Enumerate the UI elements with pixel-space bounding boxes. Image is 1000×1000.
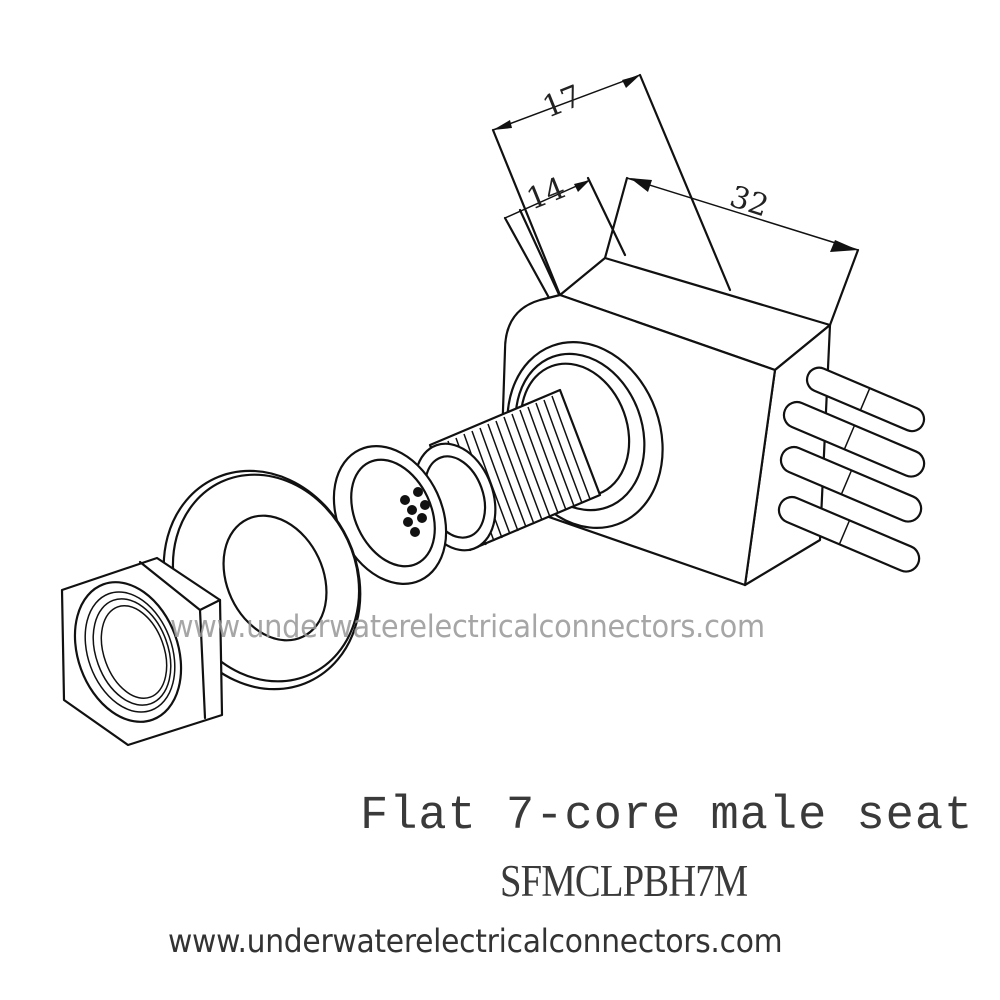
dim-17-label: 17 — [538, 79, 587, 126]
connector-pins — [777, 366, 926, 573]
product-model: SFMCLPBH7M — [500, 856, 748, 906]
dim-14-label: 14 — [522, 171, 571, 218]
dim-32-label: 32 — [726, 179, 773, 224]
product-title: Flat 7-core male seat — [360, 790, 974, 843]
dimension-labels: 17 14 32 — [522, 79, 773, 225]
watermark-text: www.underwaterelectricalconnectors.com — [170, 609, 765, 645]
footer-url: www.underwaterelectricalconnectors.com — [168, 922, 783, 960]
hex-nut — [60, 556, 224, 747]
